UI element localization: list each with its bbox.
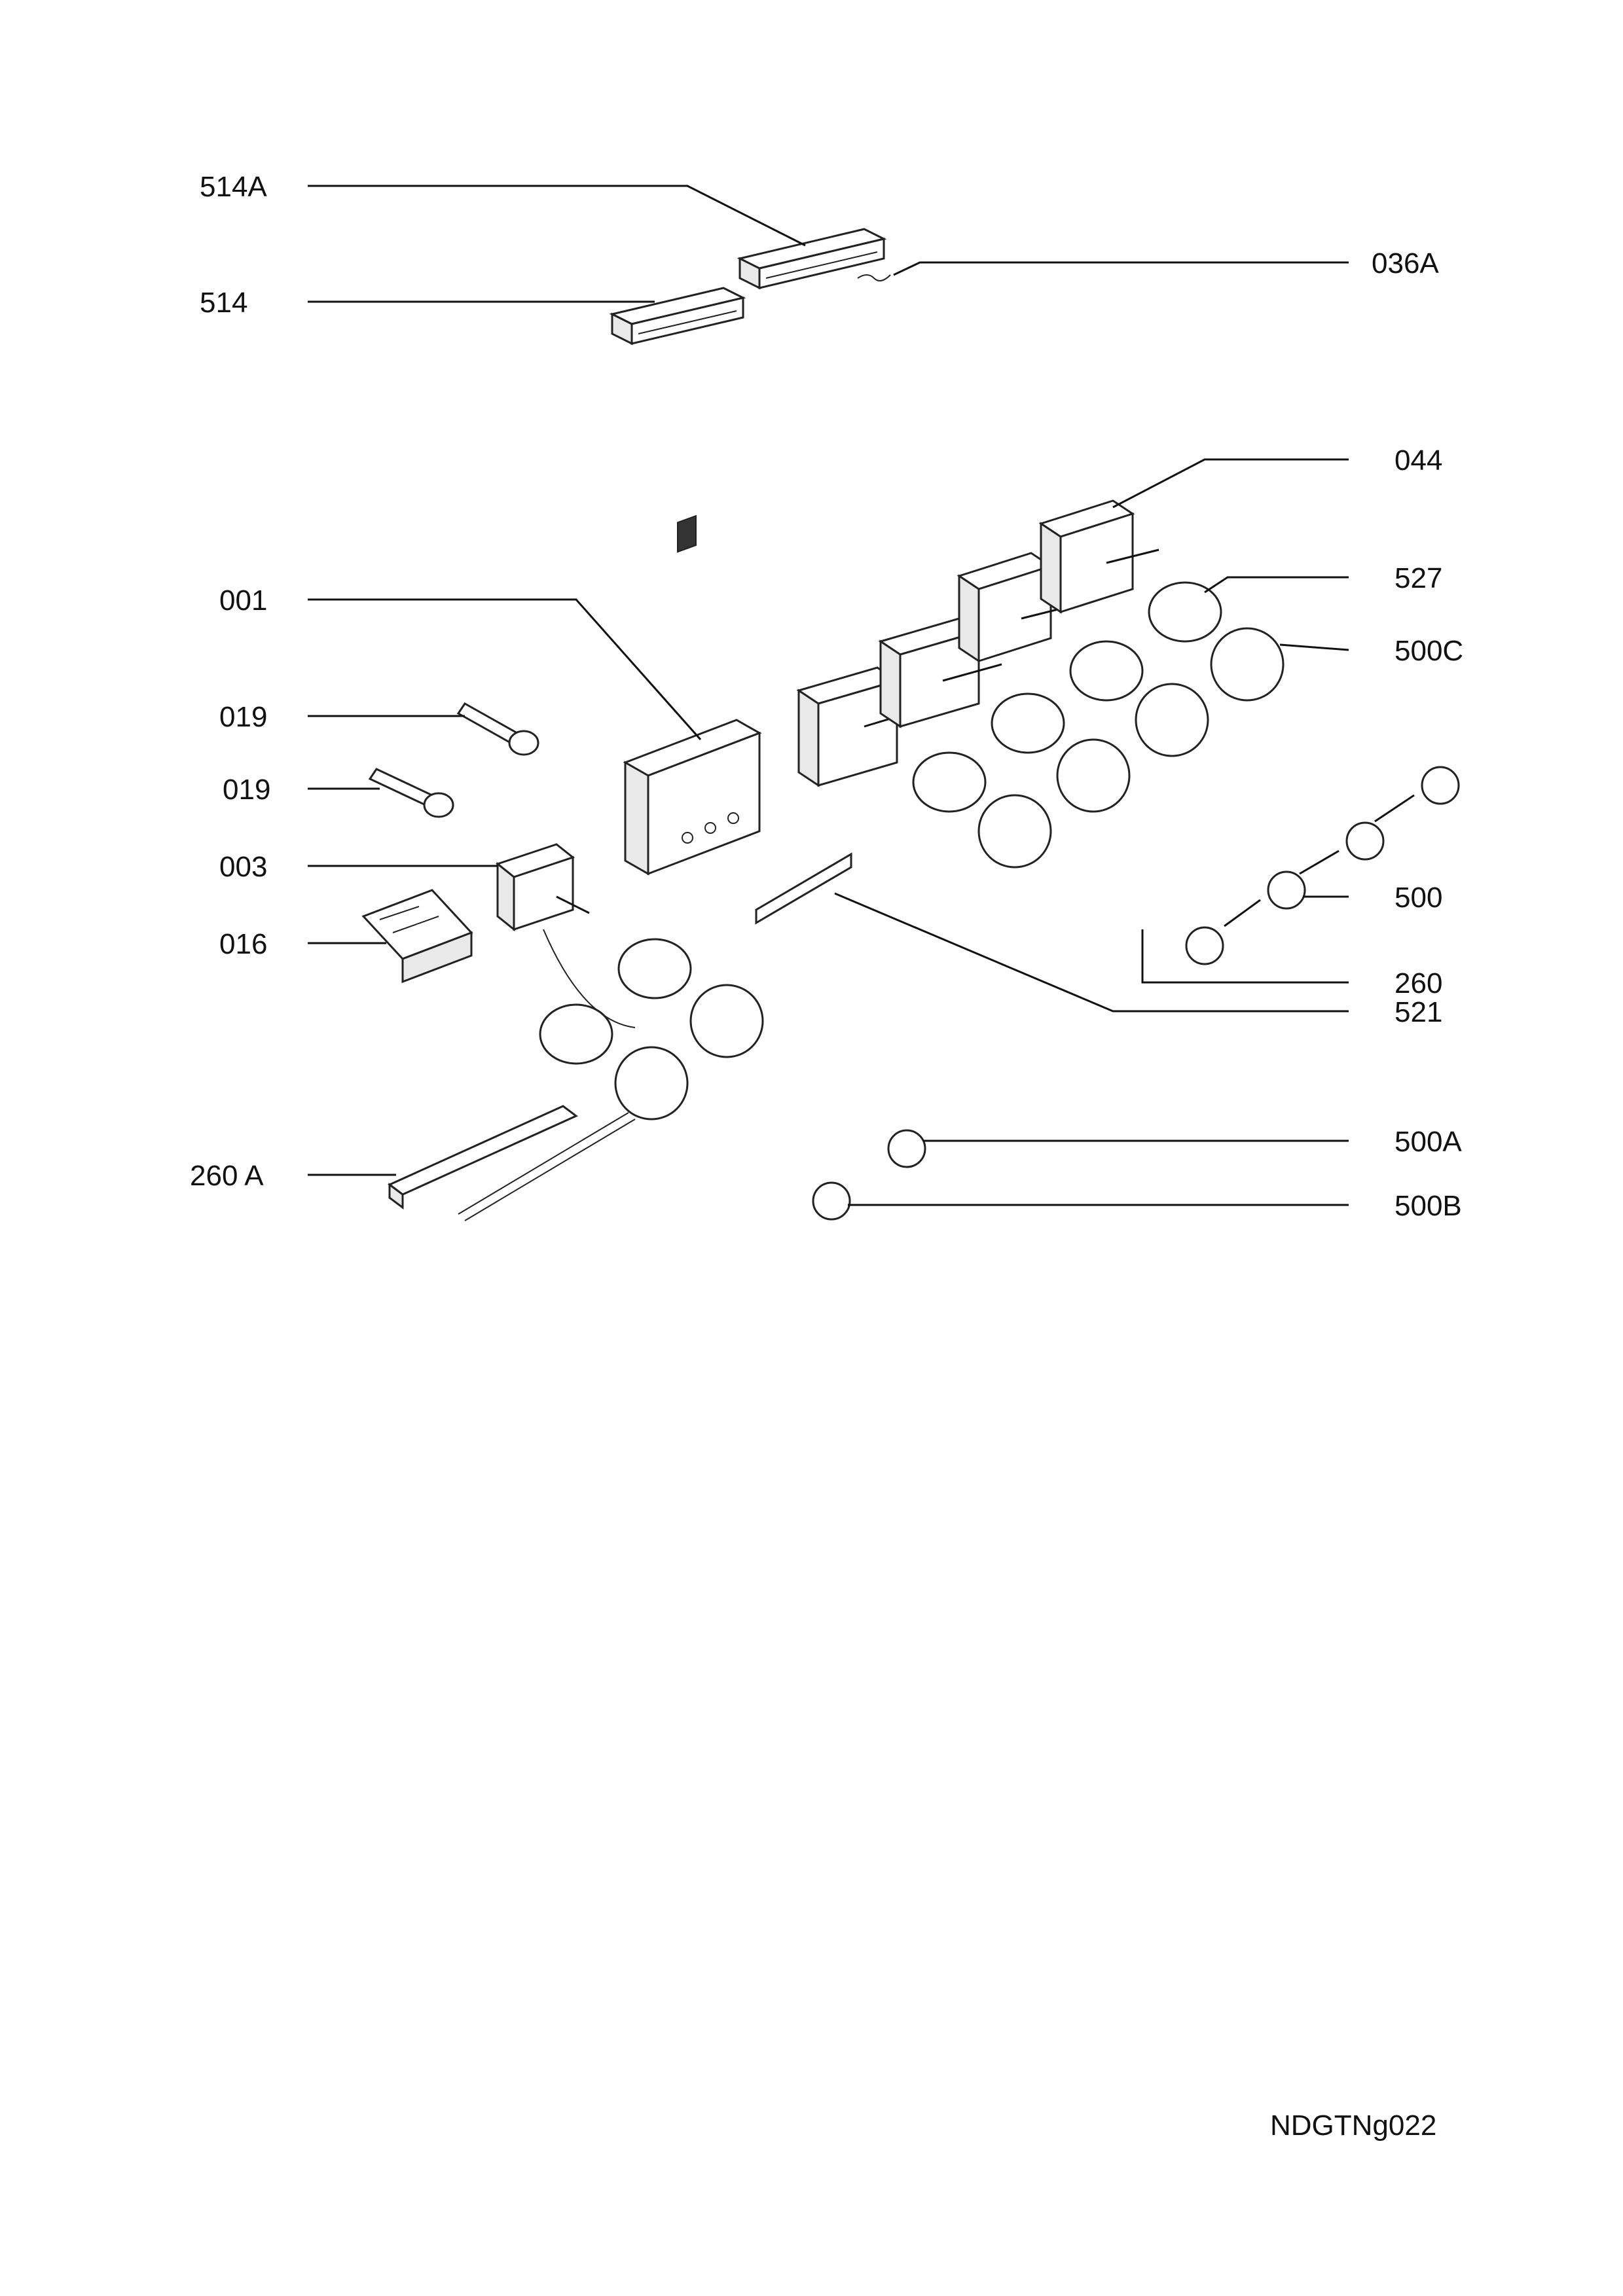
switch-4 [1038, 499, 1159, 614]
timer-display-001 [623, 514, 762, 876]
label-036A: 036A [1372, 247, 1439, 279]
part-labels: 514A 514 036A 044 001 527 500C 019 019 0… [190, 171, 1463, 1222]
lamp-knobs-500 [1185, 766, 1460, 965]
label-527: 527 [1395, 562, 1442, 594]
label-500: 500 [1395, 882, 1442, 914]
leader-lines [308, 185, 1349, 1206]
pilot-lamp-019b [368, 768, 454, 818]
wire-036A [857, 274, 891, 281]
terminal-block-514 [609, 287, 746, 346]
label-260: 260 [1395, 967, 1442, 999]
label-019-upper: 019 [219, 701, 267, 733]
knob-cluster-lower [539, 938, 926, 1221]
label-500B: 500B [1395, 1190, 1462, 1222]
label-260A: 260 A [190, 1160, 264, 1192]
label-500C: 500C [1395, 635, 1463, 667]
label-044: 044 [1395, 444, 1442, 476]
pilot-lamp-019a [456, 702, 539, 756]
knob-cluster-upper [912, 581, 1285, 869]
switch-3 [957, 552, 1074, 663]
label-019-lower: 019 [223, 774, 270, 806]
switch-2 [878, 617, 1002, 728]
label-514: 514 [200, 287, 247, 319]
switch-group-044 [796, 499, 1159, 787]
bracket-521 [755, 852, 852, 925]
switch-1 [796, 666, 930, 787]
selector-switch-016 [361, 889, 473, 984]
drawing-id: NDGTNg022 [1270, 2109, 1436, 2142]
label-003: 003 [219, 851, 267, 883]
terminal-block-514A [737, 228, 887, 290]
label-521: 521 [1395, 996, 1442, 1028]
rail-260A [388, 1105, 636, 1221]
thermostat-003 [495, 843, 636, 1028]
label-016: 016 [219, 928, 267, 960]
label-500A: 500A [1395, 1126, 1462, 1158]
label-514A: 514A [200, 171, 267, 203]
label-001: 001 [219, 584, 267, 617]
